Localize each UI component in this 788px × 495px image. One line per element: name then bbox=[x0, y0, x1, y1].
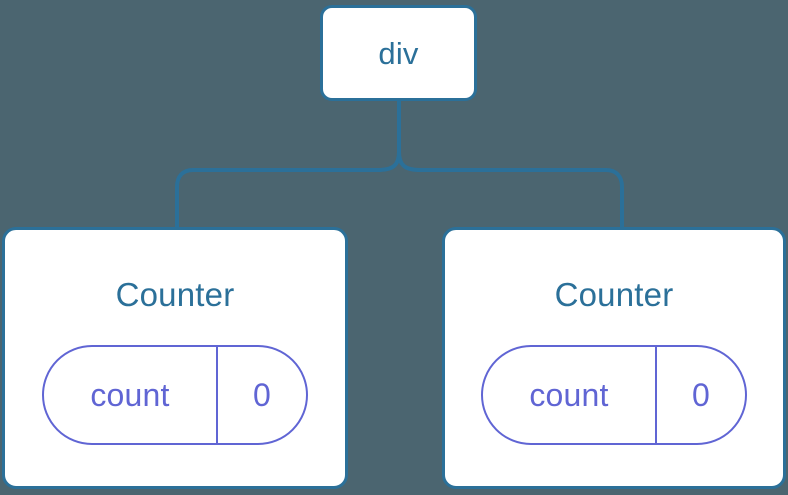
state-value-counter-1: 0 bbox=[253, 377, 271, 413]
state-key-cell-counter-1: count bbox=[44, 347, 218, 443]
state-pill-counter-1[interactable]: count 0 bbox=[42, 345, 308, 445]
state-value-cell-counter-2: 0 bbox=[657, 347, 745, 443]
state-key-cell-counter-2: count bbox=[483, 347, 657, 443]
state-key-counter-1: count bbox=[90, 377, 170, 413]
state-value-cell-counter-1: 0 bbox=[218, 347, 306, 443]
node-counter-1[interactable]: Counter count 0 bbox=[2, 227, 348, 489]
node-counter-2[interactable]: Counter count 0 bbox=[442, 227, 786, 489]
node-counter-1-label: Counter bbox=[115, 276, 235, 313]
node-root-div[interactable]: div bbox=[320, 5, 477, 101]
node-root-label: div bbox=[378, 35, 419, 71]
state-pill-counter-2[interactable]: count 0 bbox=[481, 345, 747, 445]
node-counter-2-label: Counter bbox=[554, 276, 674, 313]
state-value-counter-2: 0 bbox=[692, 377, 710, 413]
connector-branch-right bbox=[397, 151, 624, 227]
connector-branch-left bbox=[175, 151, 401, 227]
state-key-counter-2: count bbox=[529, 377, 609, 413]
